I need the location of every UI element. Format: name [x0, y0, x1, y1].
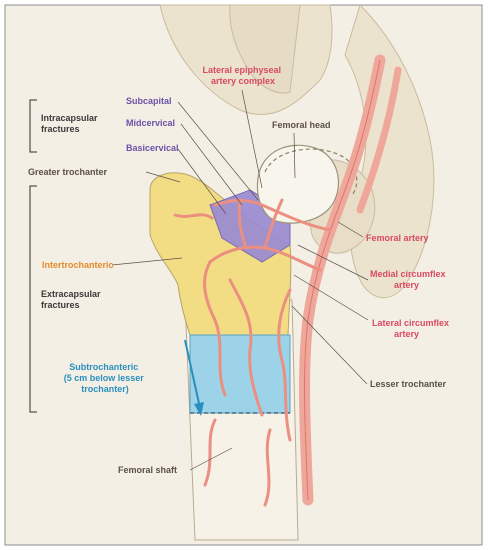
midcervical-label: Midcervical [126, 118, 175, 128]
greater-trochanter-label: Greater trochanter [28, 167, 108, 177]
lateral-epiphyseal-label: Lateral epiphyseal artery complex [202, 65, 283, 86]
subtrochanteric-zone [190, 335, 290, 413]
basicervical-label: Basicervical [126, 143, 179, 153]
intertrochanteric-label: Intertrochanteric [42, 260, 114, 270]
femoral-head-bone [257, 145, 338, 223]
femoral-artery-label: Femoral artery [366, 233, 429, 243]
subcapital-label: Subcapital [126, 96, 172, 106]
femoral-shaft-label: Femoral shaft [118, 465, 177, 475]
femoral-head-label: Femoral head [272, 120, 331, 130]
lesser-trochanter-label: Lesser trochanter [370, 379, 447, 389]
